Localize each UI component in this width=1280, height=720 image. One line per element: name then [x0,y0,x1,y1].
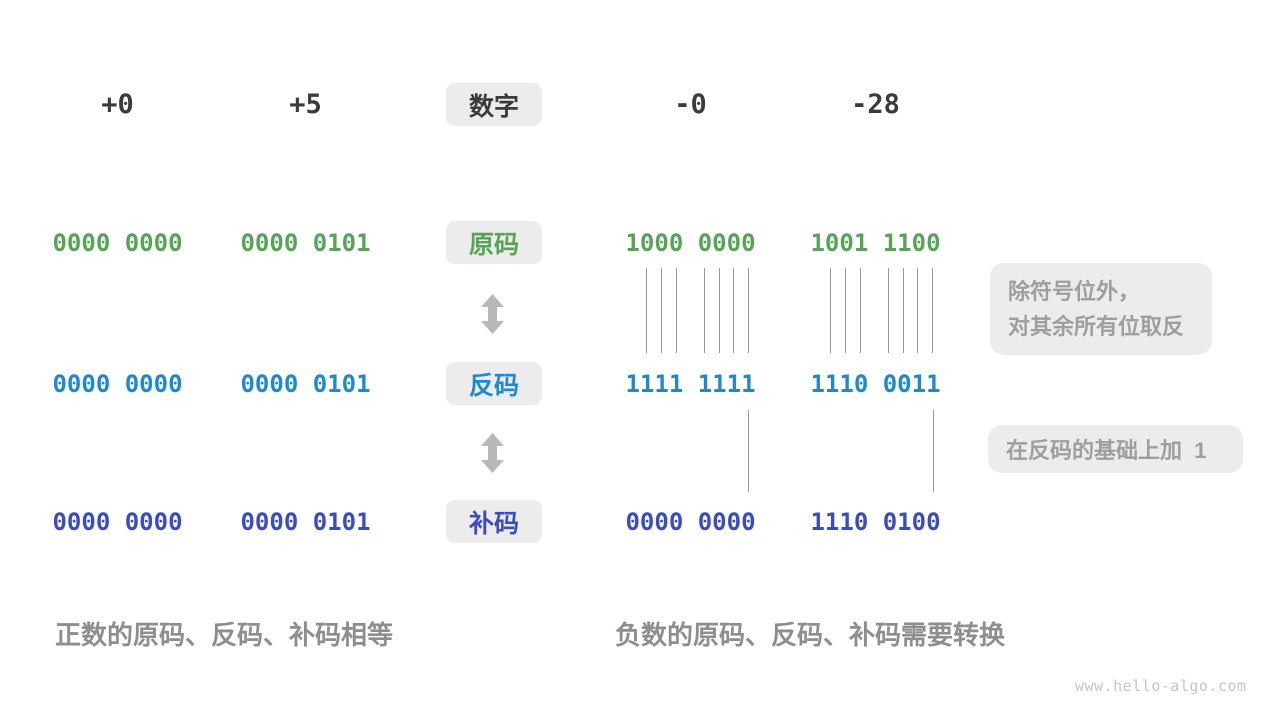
annotation-add-one-text: 在反码的基础上加 1 [1006,438,1207,463]
sign-magnitude-neg-zero: 1000 0000 [625,228,756,257]
header-number-pos-zero: +0 [101,89,134,120]
ones-complement-pos-five: 0000 0101 [240,369,371,398]
annotation-invert-line2: 对其余所有位取反 [1008,314,1185,339]
header-number-pos-five: +5 [289,89,322,120]
bit-connector-line [676,268,677,353]
bit-connector-line [830,268,831,353]
caption-positive-numbers: 正数的原码、反码、补码相等 [55,620,394,650]
caption-negative-numbers: 负数的原码、反码、补码需要转换 [615,620,1006,650]
up-down-arrow-icon [481,294,504,334]
header-number-neg-zero: -0 [674,89,707,120]
annotation-invert-bits: 除符号位外， 对其余所有位取反 [990,263,1212,355]
bit-connector-line [733,268,734,353]
annotation-add-one: 在反码的基础上加 1 [988,425,1243,473]
bit-connector-line [888,268,889,353]
header-label-box: 数字 [446,83,542,126]
ones-complement-pos-zero: 0000 0000 [52,369,183,398]
bit-connector-line [719,268,720,353]
bit-connector-line [845,268,846,353]
sign-magnitude-pos-zero: 0000 0000 [52,228,183,257]
up-down-arrow-icon [481,433,504,473]
bit-connector-line [932,268,933,353]
twos-complement-neg-28: 1110 0100 [810,507,941,536]
sign-magnitude-pos-five: 0000 0101 [240,228,371,257]
bit-connector-line [860,268,861,353]
watermark-url: www.hello-algo.com [1075,677,1247,695]
twos-complement-pos-five: 0000 0101 [240,507,371,536]
bit-connector-line [903,268,904,353]
bit-connector-line [748,410,749,492]
twos-complement-label-box: 补码 [446,500,542,543]
header-number-neg-28: -28 [851,89,900,120]
ones-complement-neg-zero: 1111 1111 [625,369,756,398]
bit-connector-line [933,410,934,492]
annotation-invert-line1: 除符号位外， [1008,279,1141,304]
bit-connector-line [661,268,662,353]
ones-complement-neg-28: 1110 0011 [810,369,941,398]
sign-magnitude-neg-28: 1001 1100 [810,228,941,257]
ones-complement-label-box: 反码 [446,362,542,405]
bit-connector-line [704,268,705,353]
twos-complement-pos-zero: 0000 0000 [52,507,183,536]
twos-complement-neg-zero: 0000 0000 [625,507,756,536]
bit-connector-line [917,268,918,353]
sign-magnitude-label-box: 原码 [446,221,542,264]
bit-connector-line [646,268,647,353]
bit-connector-line [748,268,749,353]
